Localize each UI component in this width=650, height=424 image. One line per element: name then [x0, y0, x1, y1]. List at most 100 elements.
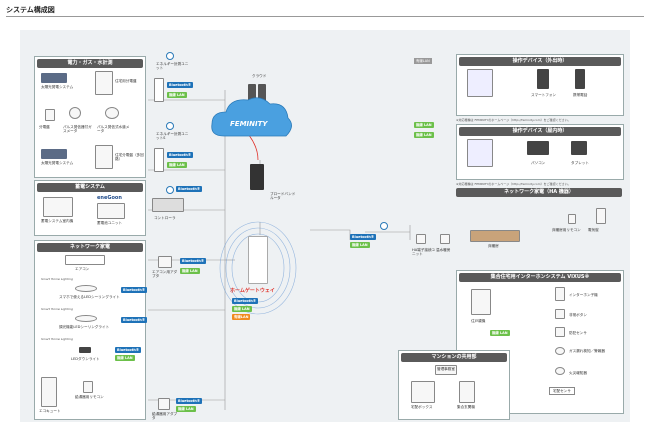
bluetooth-tag: Bluetooth®: [167, 82, 194, 88]
fire-alarm-label: 火災報知器: [569, 371, 587, 375]
aircon-adapter-device: [158, 256, 172, 268]
feminity-cloud-brand: FEMINITY: [230, 120, 268, 128]
router-label: ブロードバンドルータ: [270, 192, 296, 201]
board-label: 分電盤: [39, 125, 50, 129]
power-panel: 電力・ガス・水計測 太陽光発電システム 住宅用分電盤 分電盤 パルス発信器付ガス…: [34, 56, 146, 178]
pc-label: パソコン: [531, 161, 546, 165]
diagram-canvas: 電力・ガス・水計測 太陽光発電システム 住宅用分電盤 分電盤 パルス発信器付ガス…: [20, 30, 630, 422]
eneGoon-logo: eneGoon: [97, 195, 122, 201]
bluetooth-tag: Bluetooth®: [180, 258, 207, 264]
gas-detector-icon: [555, 347, 565, 355]
mobile-phone-icon: [575, 69, 585, 89]
water-meter-label: パルス発信式水道メータ: [97, 125, 130, 134]
bluetooth-tag: Bluetooth®: [167, 152, 194, 158]
ha-terminal-label: HA端子接続ユニット: [412, 248, 436, 257]
wireless-lan-tag: 無線 LAN: [350, 242, 370, 248]
heater-adapter-label: 給湯器用アダプタ: [152, 412, 178, 421]
downlight-icon: [79, 347, 91, 353]
energy-unit-s-label: エネルギー計測ユニットS: [156, 132, 189, 141]
appliance-panel: ネットワーク家電 エアコン Smart Home Lighting スマホで使え…: [34, 240, 148, 420]
external-panel-title: 操作デバイス（外出時）: [459, 57, 621, 66]
entrance-station-icon: [459, 381, 475, 403]
distribution-board-icon: [95, 71, 113, 95]
master-station-icon: [471, 289, 491, 315]
external-devices-panel: 操作デバイス（外出時） スマートフォン 携帯電話: [456, 54, 624, 116]
storage-indoor-icon: [43, 197, 73, 217]
ha-panel-title: ネットワーク家電（HA 機器）: [456, 188, 622, 197]
floor-heating-label: 床暖房: [488, 244, 499, 248]
hot-water-heating-icon: [440, 234, 450, 244]
bluetooth-tag: Bluetooth®: [232, 298, 259, 304]
delivery-box-icon: [411, 381, 435, 403]
aircon-adapter-label: エアコン用アダプタ: [152, 270, 178, 279]
door-station-label: インターホン子機: [569, 293, 598, 297]
smartphone-label: スマートフォン: [531, 93, 557, 97]
multi-circuit-board-icon: [95, 145, 113, 169]
page-title: システム構成図: [6, 6, 55, 14]
brand-note: Smart Home Lighting: [41, 307, 73, 311]
water-heater-remote-icon: [83, 381, 93, 393]
server-icon: [258, 84, 266, 102]
person-indoor-icon: [467, 139, 493, 167]
water-meter-icon: [105, 107, 119, 119]
electric-lock-label: 電気錠: [588, 228, 599, 232]
bluetooth-tag: Bluetooth®: [115, 347, 142, 353]
wireless-lan-tag: 無線 LAN: [176, 406, 196, 412]
wireless-lan-tag: 無線 LAN: [180, 268, 200, 274]
home-board-label: 住宅用分電盤: [115, 79, 137, 83]
brand-note: Smart Home Lighting: [41, 337, 73, 341]
brand-note: Smart Home Lighting: [41, 277, 73, 281]
internal-panel-title: 操作デバイス（屋内時）: [459, 127, 621, 136]
delivery-box-label: 宅配ボックス: [411, 405, 433, 409]
multi-board-label: 住宅分電盤（多回路）: [115, 153, 144, 162]
ceiling-light-icon: [75, 285, 97, 292]
external-note: ※対応機種は FEMINITYのホームページ（http://feminity.c…: [456, 118, 571, 122]
power-panel-title: 電力・ガス・水計測: [37, 59, 143, 68]
gateway-label: ホームゲートウェイ: [230, 288, 275, 294]
fire-alarm-icon: [555, 367, 565, 375]
wireless-lan-tag: 無線 LAN: [115, 355, 135, 361]
controller-device: [152, 198, 184, 212]
tablet-label: タブレット: [571, 161, 589, 165]
energy-unit-device: [154, 78, 164, 102]
feminity-icon: [166, 186, 174, 194]
dimmable-light-label: 調光機能LEDシーリングライト: [59, 325, 110, 329]
gas-meter-label: パルス発信器付ガスメータ: [63, 125, 92, 134]
wireless-lan-tag: 無線 LAN: [414, 132, 434, 138]
wireless-lan-tag: 無線 LAN: [167, 162, 187, 168]
wireless-lan-tag: 無線 LAN: [490, 330, 510, 336]
wireless-lan-tag: 無線 LAN: [232, 306, 252, 312]
tablet-icon: [571, 141, 587, 155]
delivery-sensor-label: 宅配センサ: [549, 387, 575, 396]
water-heater-remote-label: 給湯器用リモコン: [75, 395, 104, 399]
downlight-label: LEDダウンライト: [71, 357, 100, 361]
feminity-icon: [166, 52, 174, 60]
battery-unit-label: 蓄電池ユニット: [97, 221, 123, 225]
ecocute-label: エコキュート: [39, 409, 61, 413]
energy-unit-label: エネルギー計測ユニット: [156, 62, 189, 71]
router-device: [250, 164, 264, 190]
management-office-icon: [435, 365, 457, 375]
energy-unit-s-device: [154, 148, 164, 172]
cloud-label: クラウド: [252, 74, 267, 78]
ceiling-light-label: スマホで使えるLEDシーリングライト: [59, 295, 120, 299]
storage-indoor-label: 蓄電システム室内機: [41, 219, 74, 223]
ecocute-icon: [41, 377, 57, 407]
entrance-station-label: 集合玄関機: [457, 405, 475, 409]
controller-label: コントローラ: [154, 216, 176, 220]
emergency-button-label: 非常ボタン: [569, 313, 587, 317]
gas-meter-icon: [45, 109, 55, 121]
storage-panel: 蓄電システム 蓄電システム室内機 eneGoon 蓄電池ユニット: [34, 180, 146, 236]
battery-unit-icon: [97, 203, 125, 219]
smartphone-icon: [537, 69, 549, 89]
meter-icon: [69, 107, 81, 119]
person-outdoor-icon: [467, 69, 493, 97]
bluetooth-tag: Bluetooth®: [121, 287, 148, 293]
wireless-lan-tag: 無線 LAN: [167, 92, 187, 98]
ha-appliance-panel: ネットワーク家電（HA 機器） 電気錠 床暖房用リモコン: [456, 188, 624, 264]
bluetooth-tag: Bluetooth®: [176, 186, 203, 192]
common-area-panel: マンションの共用部 管理事務室 宅配ボックス 集合玄関機: [398, 350, 510, 420]
master-station-label: 住戸親機: [471, 319, 486, 323]
gas-detector-label: ガス漏れ検知／警報器: [569, 349, 605, 353]
legend-tag: 有線LAN: [414, 58, 432, 64]
